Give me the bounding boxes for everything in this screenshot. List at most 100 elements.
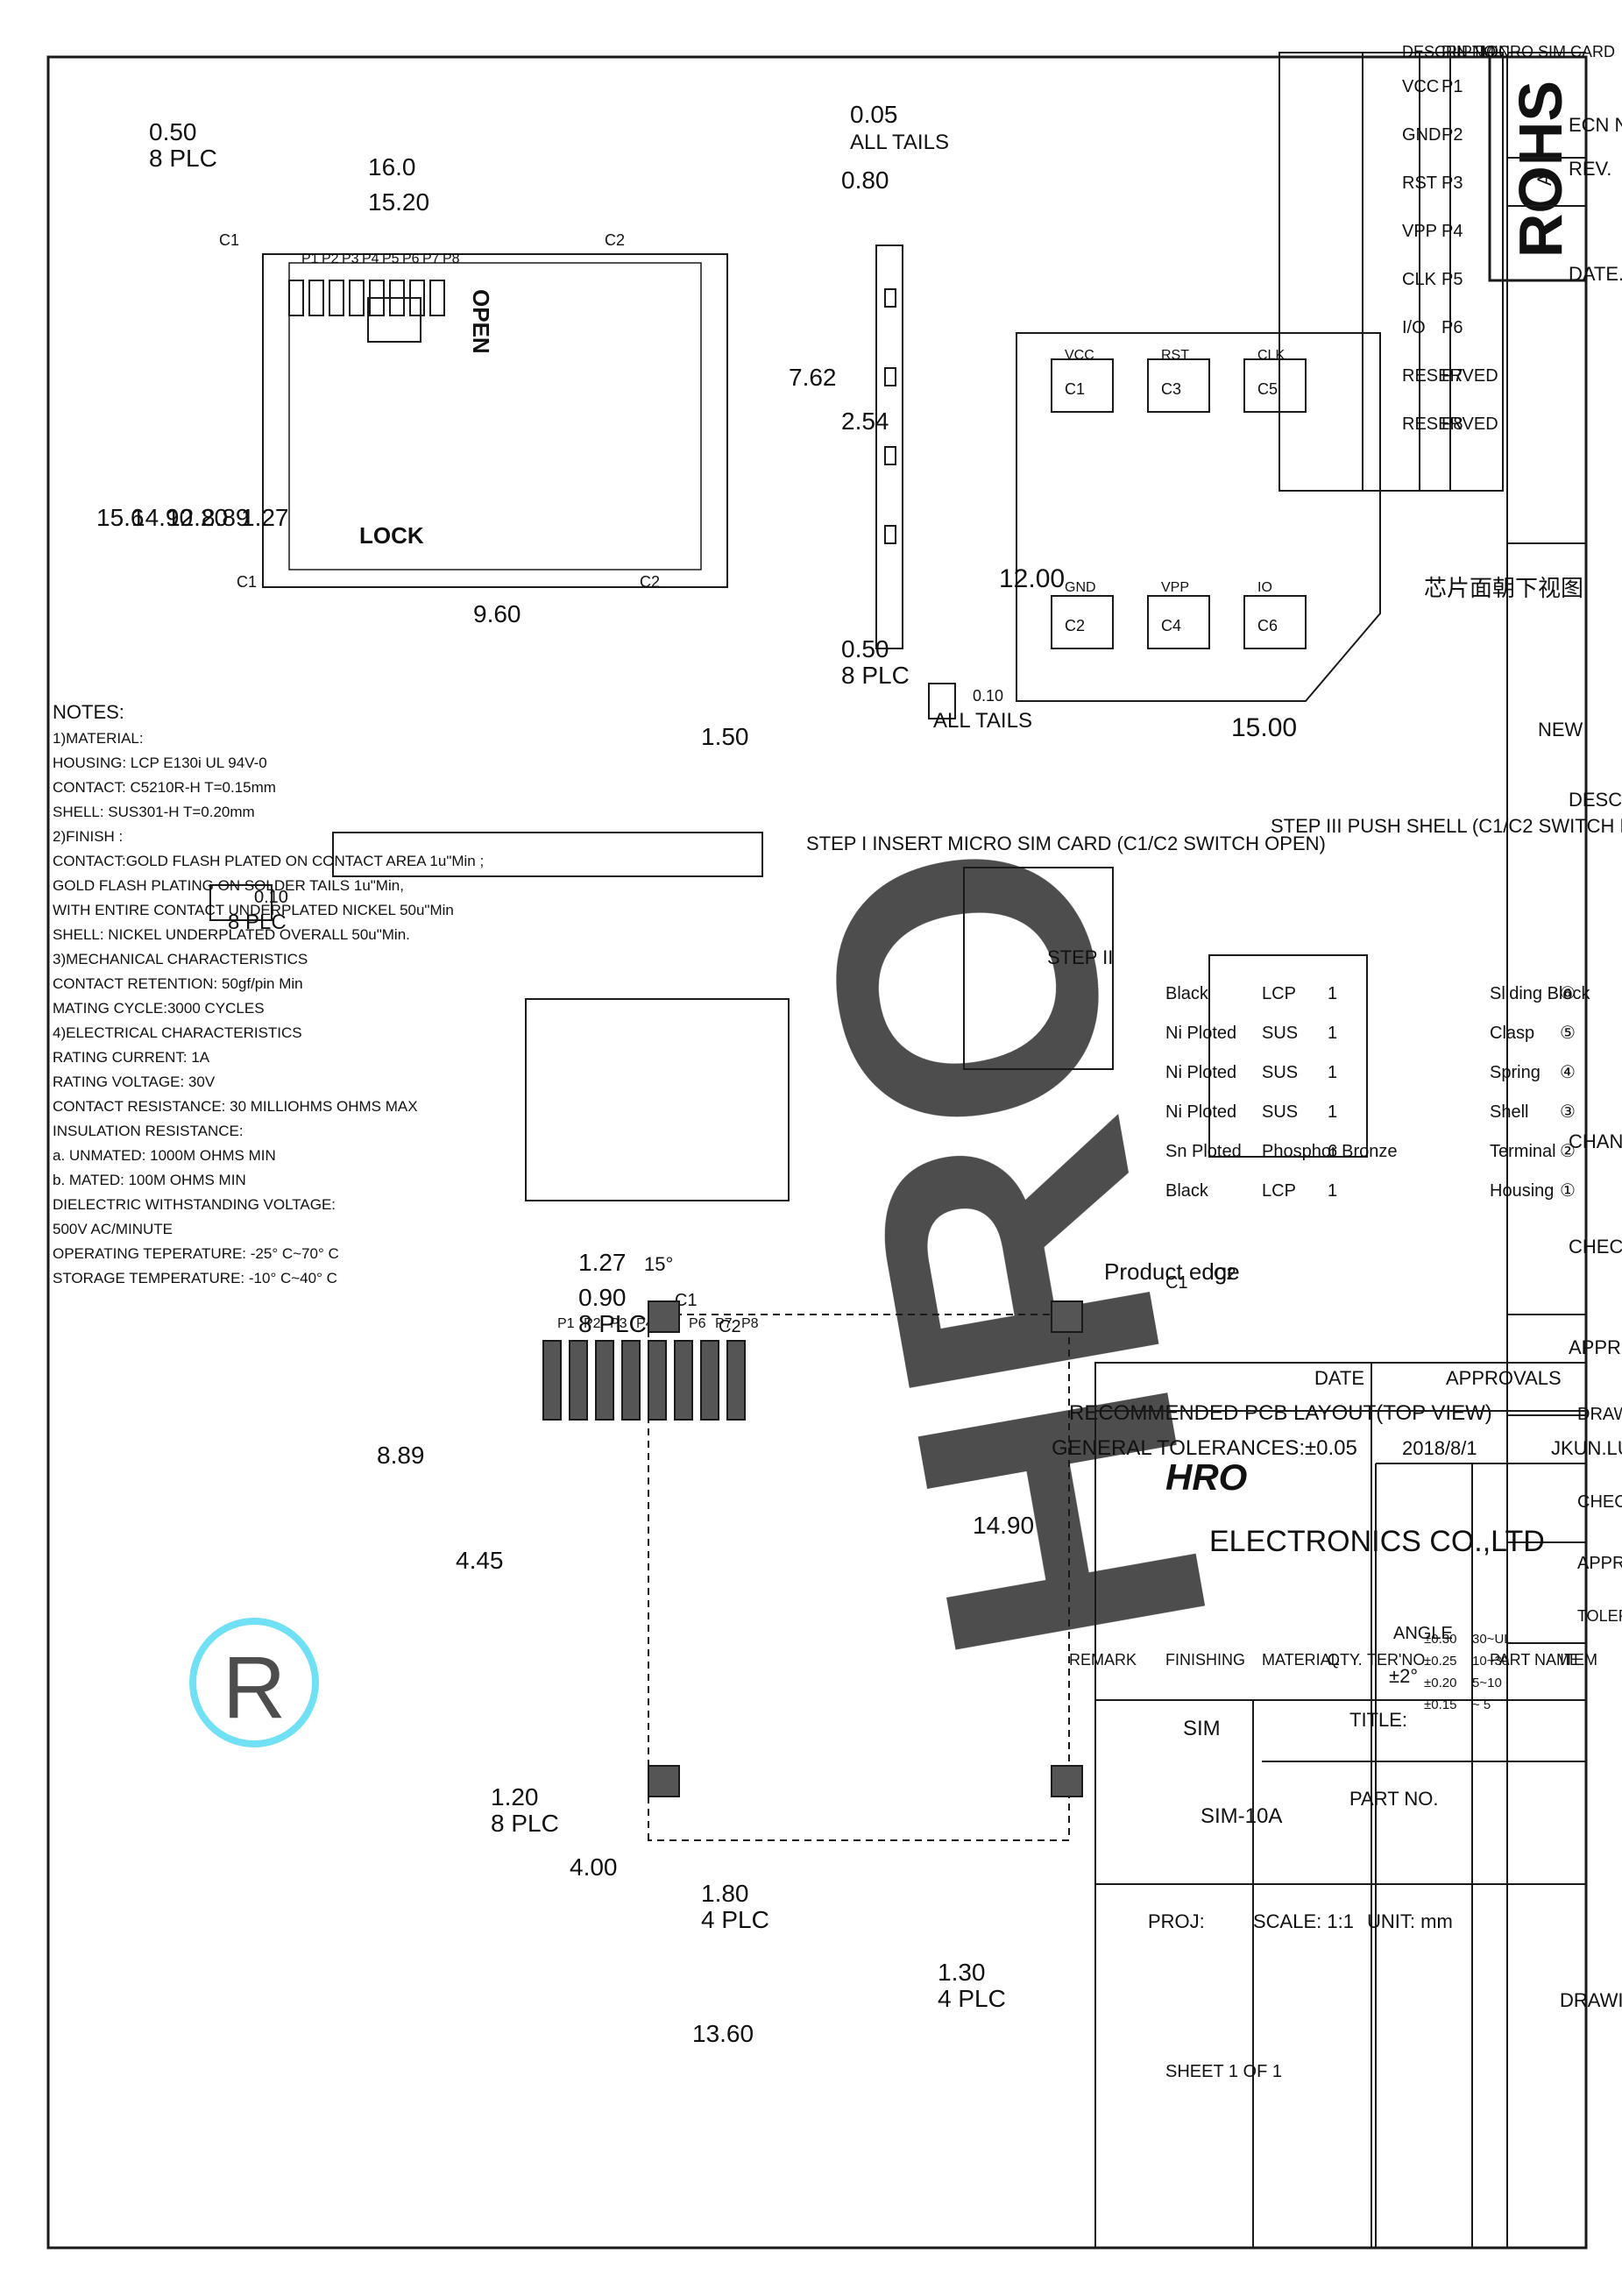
pcb-pad bbox=[700, 1340, 719, 1421]
tb-title: TITLE: bbox=[1349, 1709, 1407, 1731]
card-pad-top-label: C5 bbox=[1257, 380, 1278, 398]
pcb-pad bbox=[726, 1340, 746, 1421]
bom-cell: Sliding Block bbox=[1490, 984, 1591, 1003]
note-line: RATING VOLTAGE: 30V bbox=[53, 1074, 216, 1090]
note-line: CONTACT RETENTION: 50gf/pin Min bbox=[53, 975, 303, 992]
pcb-400: 4.00 bbox=[570, 1853, 618, 1881]
tb-scale: SCALE: 1:1 bbox=[1253, 1910, 1354, 1932]
pcb-pad-label: P8 bbox=[741, 1316, 759, 1331]
card-pad-top-label: C1 bbox=[1065, 380, 1085, 398]
top-view-pin-label: P4 bbox=[362, 252, 379, 266]
top-view-pin bbox=[369, 280, 385, 316]
bom-cell: SUS bbox=[1262, 1024, 1298, 1043]
note-line: b. MATED: 100M OHMS MIN bbox=[53, 1172, 246, 1188]
dim-1520: 15.20 bbox=[368, 188, 429, 216]
watermark-text: HRO bbox=[740, 811, 1287, 1688]
step1-c1: C1 bbox=[675, 1291, 698, 1310]
tb-angle: ANGLE bbox=[1393, 1624, 1453, 1643]
note-line: NOTES: bbox=[53, 701, 124, 723]
card-pad-top bbox=[1051, 358, 1114, 413]
tb-tol-title: TOLERANCES ARE bbox=[1577, 1607, 1622, 1625]
card-pad-bottom-label: C4 bbox=[1161, 617, 1181, 634]
card-pad-bottom-signal: VPP bbox=[1161, 580, 1189, 595]
bom-cell: 1 bbox=[1328, 1181, 1337, 1201]
pcb-pad-label: P6 bbox=[689, 1316, 706, 1331]
bom-cell: LCP bbox=[1262, 984, 1296, 1003]
pin-row-desc: RST bbox=[1402, 174, 1437, 193]
tb-logo: HRO bbox=[1165, 1456, 1247, 1498]
note-line: a. UNMATED: 1000M OHMS MIN bbox=[53, 1147, 276, 1164]
pcb-corner-pad bbox=[1051, 1765, 1083, 1797]
sv-dim-050: 0.50 bbox=[841, 635, 889, 663]
side-view-tails bbox=[884, 288, 896, 544]
tol-range: 10~30 bbox=[1472, 1654, 1509, 1669]
pcb-pad-label: P1 bbox=[557, 1316, 575, 1331]
pcb-130-note: 4 PLC bbox=[938, 1985, 1006, 2012]
top-view-pin bbox=[409, 280, 425, 316]
card-pad-bottom-signal: GND bbox=[1065, 580, 1096, 595]
card-pad-top-signal: CLK bbox=[1257, 348, 1285, 363]
note-line: 2)FINISH : bbox=[53, 828, 123, 845]
bom-header: QTY. bbox=[1328, 1651, 1363, 1669]
step2-label: STEP II bbox=[1047, 946, 1113, 968]
bom-cell: Phosphor Bronze bbox=[1262, 1142, 1398, 1161]
card-caption: 芯片面朝下视图 bbox=[1424, 575, 1583, 601]
note-line: 3)MECHANICAL CHARACTERISTICS bbox=[53, 951, 308, 967]
side-view-tail bbox=[884, 288, 896, 308]
pin-row-desc: GND bbox=[1402, 125, 1441, 145]
rev-header-date: DATE. bbox=[1569, 263, 1622, 285]
tb-company: ELECTRONICS CO.,LTD bbox=[1209, 1525, 1545, 1558]
notes-block: NOTES:1)MATERIAL:HOUSING: LCP E130i UL 9… bbox=[53, 701, 484, 1286]
pcb-180: 1.80 bbox=[701, 1880, 749, 1907]
top-view-pin bbox=[349, 280, 365, 316]
pin-table: MICRO SIM CARD PIN NO. DESCRIPTION P1VCC… bbox=[1278, 43, 1615, 492]
tv-c2-bottom: C2 bbox=[640, 573, 660, 591]
tol-value: ±0.30 bbox=[1424, 1632, 1456, 1647]
bom-cell: ⑥ bbox=[1560, 984, 1576, 1003]
bom-cell: Ni Ploted bbox=[1165, 1063, 1236, 1082]
card-pad-top bbox=[1243, 358, 1307, 413]
sv-dim-254: 2.54 bbox=[841, 407, 889, 435]
tb-approvals2: APPROVALS bbox=[1577, 1554, 1622, 1573]
sv-dim-080: 0.80 bbox=[841, 167, 889, 194]
rev-value: A bbox=[1533, 173, 1555, 186]
pin-row-desc: RESERVED bbox=[1402, 366, 1498, 386]
step1-c2: C2 bbox=[719, 1317, 741, 1336]
tb-part-val: SIM-10A bbox=[1201, 1804, 1282, 1828]
card-pad-bottom-label: C6 bbox=[1257, 617, 1278, 634]
note-line: SHELL: SUS301-H T=0.20mm bbox=[53, 804, 255, 820]
bom-cell: ① bbox=[1560, 1181, 1576, 1201]
pin-row-no: P4 bbox=[1441, 222, 1463, 241]
dim-156: 15.6 bbox=[96, 504, 145, 531]
side-view-tail bbox=[884, 525, 896, 544]
lock-label: LOCK bbox=[359, 522, 424, 549]
pcb-corner-pad bbox=[648, 1765, 680, 1797]
dim-889: 8.89 bbox=[202, 504, 250, 531]
pin-row-no: P1 bbox=[1441, 77, 1463, 96]
tb-sheet: SHEET 1 OF 1 bbox=[1165, 2062, 1282, 2081]
card-width: 15.00 bbox=[1231, 713, 1297, 742]
pcb-pad bbox=[595, 1340, 614, 1421]
pcb-180-note: 4 PLC bbox=[701, 1906, 769, 1933]
pcb-tol: GENERAL TOLERANCES:±0.05 bbox=[1052, 1436, 1357, 1460]
pin-table-header-pin: PIN NO. bbox=[1441, 43, 1500, 60]
note-line: INSULATION RESISTANCE: bbox=[53, 1123, 244, 1139]
pcb-edge: Product edge bbox=[1104, 1258, 1240, 1285]
pcb-pad bbox=[569, 1340, 588, 1421]
top-view-pin-label: P5 bbox=[382, 252, 400, 266]
step-angle: 15° bbox=[644, 1253, 673, 1275]
tb-drawing-no: DRAWING NO. bbox=[1560, 1989, 1622, 2011]
pcb-corner-pad bbox=[648, 1300, 680, 1333]
pin-row-no: P7 bbox=[1441, 366, 1463, 386]
bom-cell: Ni Ploted bbox=[1165, 1102, 1236, 1122]
bom-cell: Black bbox=[1165, 1181, 1209, 1201]
bom-cell: SUS bbox=[1262, 1102, 1298, 1122]
tv-c2-top: C2 bbox=[605, 231, 625, 249]
profile-flat: 0.10 bbox=[254, 888, 288, 907]
note-line: WITH ENTIRE CONTACT UNDERPLATED NICKEL 5… bbox=[53, 902, 454, 918]
bom-cell: Housing bbox=[1490, 1181, 1554, 1201]
